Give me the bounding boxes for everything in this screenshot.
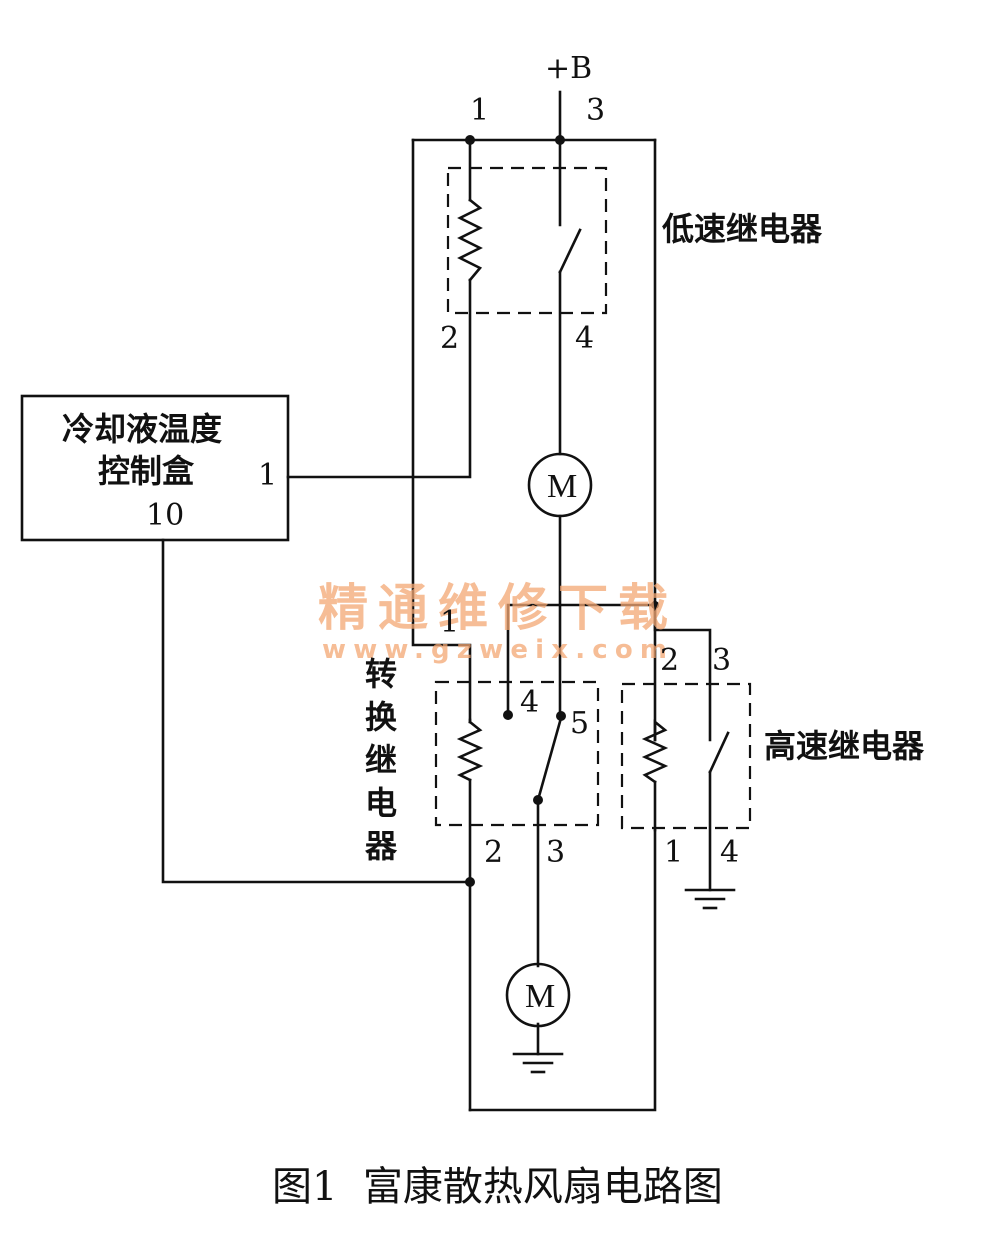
switch-pin4-wire: [506, 603, 562, 717]
switch-relay-label-char-3: 继: [365, 741, 397, 779]
low-relay-switch-blade: [558, 228, 582, 274]
high-speed-relay: 2 3 1 4 高速继电器: [620, 643, 925, 910]
high-relay-pin-3: 3: [712, 643, 731, 678]
low-relay-coil: [457, 198, 483, 282]
low-relay-pin-3: 3: [586, 93, 605, 128]
switch-relay-coil: [456, 720, 484, 782]
control-box-title-2: 控制盒: [98, 452, 195, 490]
high-relay-coil: [641, 719, 669, 784]
upper-fan-motor: M: [527, 452, 593, 518]
low-coil-wire-lower: [286, 278, 472, 479]
junctions: [465, 135, 659, 887]
upper-motor-circle: [527, 452, 593, 518]
control-box-frame: [20, 394, 290, 542]
low-speed-relay: 1 3 2 4 低速继电器: [440, 93, 823, 356]
switch-relay-label-char-5: 器: [364, 827, 398, 865]
watermark: 精通维修下载 www.gzweix.com: [318, 579, 668, 665]
switch-relay-pin-5: 5: [570, 706, 589, 741]
switch-relay-pin-1: 1: [440, 605, 459, 640]
high-relay-switch-blade: [708, 731, 730, 774]
low-relay-label: 低速继电器: [662, 210, 823, 248]
lower-motor-circle: [505, 962, 571, 1028]
low-relay-pin-1: 1: [470, 93, 489, 128]
supply-label: +B: [545, 51, 592, 86]
high-relay-box: [620, 682, 752, 830]
low-relay-pin-2: 2: [440, 321, 459, 356]
switch-relay-label-char-4: 电: [365, 784, 397, 822]
upper-motor-label: M: [547, 468, 577, 505]
bottom-loop-wire: [468, 828, 657, 1112]
high-relay-label: 高速继电器: [764, 727, 925, 765]
switch-relay-pin-3: 3: [546, 835, 565, 870]
figure-caption: 图1 富康散热风扇电路图: [272, 1164, 723, 1210]
low-relay-box: [446, 166, 608, 315]
control-box: 冷却液温度 控制盒 1 10: [20, 394, 290, 542]
switch-relay-label-char-1: 转: [365, 655, 397, 693]
switch-relay-pin-2: 2: [484, 835, 503, 870]
switch-relay-blade: [536, 716, 563, 802]
wires: [161, 90, 712, 1112]
lower-motor-ground-icon: [512, 1052, 564, 1074]
lower-fan-motor: M: [505, 962, 571, 1074]
switch-relay-label-char-2: 换: [365, 698, 397, 736]
switch-relay-pin-4: 4: [520, 685, 539, 720]
high-relay-ground-icon: [684, 888, 736, 910]
switch-over-relay: 1 4 5 2 3 转 换 继 电 器: [364, 605, 600, 870]
switch-relay-box: [434, 680, 600, 827]
control-pin10-wire: [161, 538, 472, 884]
watermark-cn: 精通维修下载: [318, 579, 668, 637]
control-box-pin-1: 1: [258, 458, 277, 493]
high-relay-pin-1: 1: [664, 835, 683, 870]
control-box-title-1: 冷却液温度: [62, 410, 222, 448]
high-relay-pin-2: 2: [660, 643, 679, 678]
control-box-pin-10: 10: [146, 498, 184, 533]
lower-motor-label: M: [525, 978, 555, 1015]
high-relay-pin-4: 4: [720, 835, 739, 870]
low-relay-pin-4: 4: [575, 321, 594, 356]
